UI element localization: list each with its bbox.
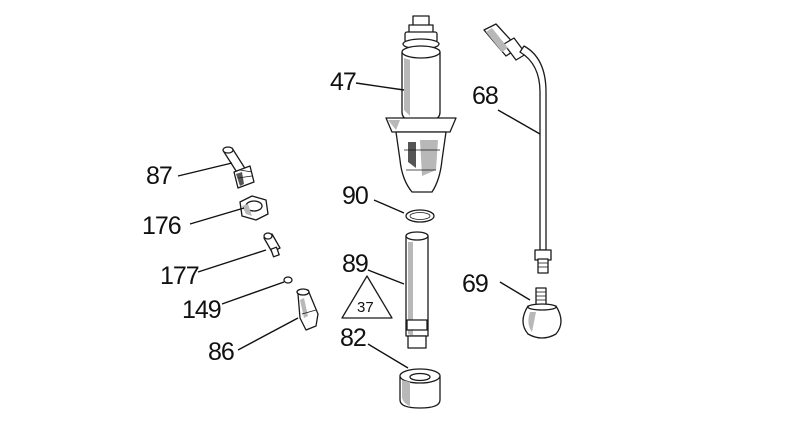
part-68-hose [483,23,552,274]
part-86-fitting [296,288,319,331]
part-149-oring [283,276,293,284]
label-177: 177 [160,262,199,290]
warning-triangle-37 [341,275,393,319]
part-89-tube [405,231,429,349]
label-47: 47 [330,68,356,96]
part-82-cup [399,368,441,409]
label-89: 89 [342,250,368,278]
part-87-connector [222,146,255,189]
part-176-nut [239,195,269,221]
part-69-knob [522,287,562,339]
label-37: 37 [357,299,374,316]
label-82: 82 [340,324,366,352]
leader-lines [177,82,541,369]
label-68: 68 [472,82,498,110]
label-69: 69 [462,270,488,298]
label-86: 86 [208,338,234,366]
part-90-oring [405,209,435,223]
part-labels: 47 68 87 90 176 89 37 177 69 149 82 86 [142,68,499,366]
part-177-fitting [263,232,281,258]
label-176: 176 [142,212,181,240]
label-87: 87 [146,162,172,190]
label-149: 149 [182,296,221,324]
part-47-body [385,15,457,193]
label-90: 90 [342,182,368,210]
